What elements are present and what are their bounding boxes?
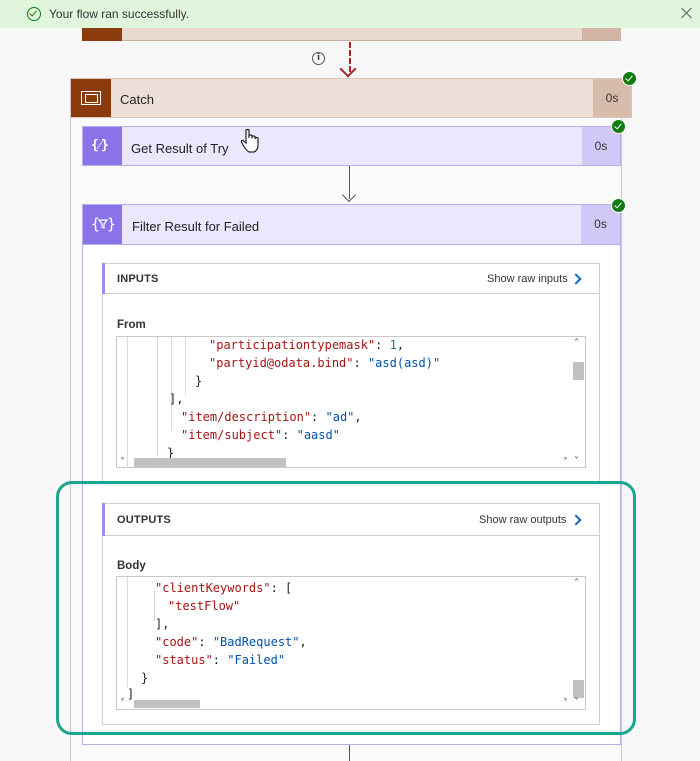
previous-action-duration <box>582 28 620 40</box>
success-banner <box>0 0 700 28</box>
vertical-scrollbar-thumb[interactable] <box>573 362 584 380</box>
code-line: } <box>141 671 149 685</box>
filter-action-card[interactable] <box>82 204 621 245</box>
expression-icon-box <box>83 127 122 165</box>
code-line: "code": "BadRequest", <box>155 635 307 649</box>
success-check-icon <box>622 71 637 86</box>
outputs-title: OUTPUTS <box>117 514 171 526</box>
scroll-right-icon[interactable]: ˃ <box>563 698 568 709</box>
code-line: "item/subject": "aasd" <box>181 428 340 442</box>
show-raw-outputs-link[interactable]: Show raw outputs <box>479 514 567 526</box>
scroll-left-icon[interactable]: ˂ <box>120 457 125 468</box>
catch-title: Catch <box>120 92 154 107</box>
scope-icon <box>81 91 101 105</box>
svg-text:{: { <box>91 215 100 233</box>
get-result-title: Get Result of Try <box>131 141 229 156</box>
inputs-title: INPUTS <box>117 273 159 285</box>
filter-title: Filter Result for Failed <box>132 219 260 234</box>
close-icon[interactable] <box>680 6 694 20</box>
indent-guide <box>157 337 158 457</box>
horizontal-scrollbar-thumb[interactable] <box>134 458 286 467</box>
scroll-up-icon[interactable]: ˄ <box>574 338 579 349</box>
connector-line <box>349 745 350 761</box>
outputs-highlight-annotation <box>56 481 636 735</box>
scroll-down-icon[interactable]: ˅ <box>574 456 579 467</box>
catch-duration: 0s <box>593 79 631 117</box>
vertical-scrollbar-thumb[interactable] <box>573 680 584 698</box>
outputs-code-viewer[interactable]: "clientKeywords": [ "testFlow"], "code": "… <box>116 576 586 710</box>
inputs-panel-header <box>102 263 600 294</box>
code-line: ] <box>127 687 135 701</box>
code-line: ], <box>155 617 170 631</box>
indent-guide <box>127 337 128 467</box>
catch-scope-header[interactable] <box>70 78 632 118</box>
success-check-icon <box>611 198 626 213</box>
code-line: "partyid@odata.bind": "asd(asd)" <box>209 356 441 370</box>
indent-guide <box>154 591 155 621</box>
scroll-down-icon[interactable]: ˅ <box>574 697 579 708</box>
code-line: ], <box>169 392 184 406</box>
code-line: "clientKeywords": [ <box>155 581 293 595</box>
code-line: "testFlow" <box>168 599 241 613</box>
scroll-right-icon[interactable]: ˃ <box>563 457 568 468</box>
filter-array-icon: { } <box>91 215 116 233</box>
indent-guide <box>185 337 186 395</box>
scope-icon-box <box>71 79 111 117</box>
previous-action-card[interactable] <box>82 28 621 41</box>
panel-accent <box>102 503 105 536</box>
run-after-connector <box>349 42 351 72</box>
code-line: } <box>195 374 203 388</box>
horizontal-scrollbar-thumb[interactable] <box>134 700 200 708</box>
code-line: "participationtypemask": 1, <box>209 338 405 352</box>
connector-line <box>349 166 350 199</box>
arrow-down-icon <box>339 60 357 78</box>
code-line: "status": "Failed" <box>155 653 286 667</box>
code-line: } <box>167 446 175 460</box>
info-icon[interactable]: i <box>312 52 325 65</box>
panel-accent <box>102 263 105 294</box>
outputs-panel-header <box>102 503 600 536</box>
previous-action-icon <box>82 28 122 41</box>
code-line: "item/description": "ad", <box>181 410 362 424</box>
success-check-icon <box>611 119 626 134</box>
scroll-up-icon[interactable]: ˄ <box>574 578 579 589</box>
indent-guide <box>127 577 128 687</box>
expression-icon: {⁄} <box>91 138 109 153</box>
banner-message: Your flow ran successfully. <box>49 7 190 21</box>
check-circle-icon <box>27 7 41 21</box>
scroll-left-icon[interactable]: ˂ <box>120 698 125 709</box>
hand-cursor-icon <box>240 128 259 153</box>
inputs-code-viewer[interactable]: "participationtypemask": 1, "partyid@odat… <box>116 336 586 468</box>
get-result-duration: 0s <box>582 127 620 165</box>
from-label: From <box>117 319 146 331</box>
indent-guide <box>171 337 172 431</box>
body-label: Body <box>117 560 146 572</box>
show-raw-inputs-link[interactable]: Show raw inputs <box>487 273 568 285</box>
svg-text:}: } <box>107 215 116 233</box>
get-result-action-card[interactable] <box>82 126 621 166</box>
